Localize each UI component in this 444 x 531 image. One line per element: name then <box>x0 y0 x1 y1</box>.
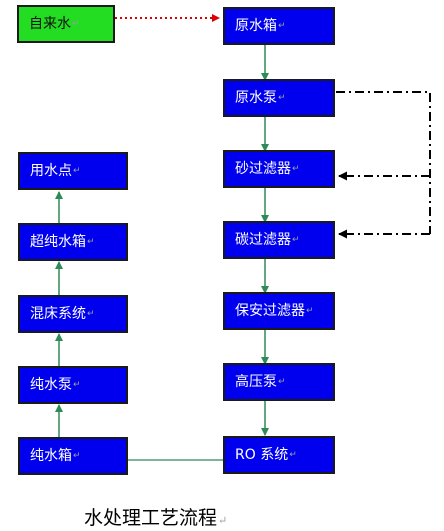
return-mark-icon: ↵ <box>306 305 314 316</box>
ultra-pure-tank-box: 超纯水箱↵ <box>18 223 128 261</box>
ro-system-box: RO 系统↵ <box>223 436 335 474</box>
return-mark-icon: ↵ <box>292 163 300 174</box>
use-point-box: 用水点↵ <box>18 152 128 190</box>
raw-water-pump-box: 原水泵↵ <box>223 79 335 117</box>
security-filter-label: 保安过滤器 <box>235 303 305 319</box>
return-mark-icon: ↵ <box>73 379 81 390</box>
return-mark-icon: ↵ <box>73 450 81 461</box>
sand-filter-label: 砂过滤器 <box>235 161 291 177</box>
tap-water-box: 自来水↵ <box>17 5 115 43</box>
return-mark-icon: ↵ <box>87 236 95 247</box>
return-mark-icon: ↵ <box>278 92 286 103</box>
carbon-filter-label: 碳过滤器 <box>235 232 291 248</box>
return-mark-icon: ↵ <box>218 514 228 527</box>
mixed-bed-system-box: 混床系统↵ <box>18 295 128 333</box>
raw-water-pump-label: 原水泵 <box>235 90 277 106</box>
return-mark-icon: ↵ <box>278 20 286 31</box>
pure-water-tank-box: 纯水箱↵ <box>18 437 128 475</box>
return-mark-icon: ↵ <box>278 376 286 387</box>
raw-water-tank-box: 原水箱↵ <box>223 7 335 45</box>
high-pressure-pump-box: 高压泵↵ <box>223 363 335 401</box>
return-mark-icon: ↵ <box>73 165 81 176</box>
dashdot-loop-raw-pump <box>336 91 431 234</box>
caption-text: 水处理工艺流程 <box>84 507 218 529</box>
pure-water-pump-label: 纯水泵 <box>30 377 72 393</box>
sand-filter-box: 砂过滤器↵ <box>223 150 335 188</box>
ultra-pure-tank-label: 超纯水箱 <box>30 234 86 250</box>
use-point-label: 用水点 <box>30 163 72 179</box>
mixed-bed-system-label: 混床系统 <box>30 306 86 322</box>
pure-water-pump-box: 纯水泵↵ <box>18 366 128 404</box>
return-mark-icon: ↵ <box>87 308 95 319</box>
diagram-caption: 水处理工艺流程↵ <box>84 503 227 530</box>
tap-water-label: 自来水 <box>29 16 71 32</box>
pure-water-tank-label: 纯水箱 <box>30 448 72 464</box>
high-pressure-pump-label: 高压泵 <box>235 374 277 390</box>
return-mark-icon: ↵ <box>72 18 80 29</box>
carbon-filter-box: 碳过滤器↵ <box>223 221 335 259</box>
ro-system-label: RO 系统 <box>235 447 289 463</box>
security-filter-box: 保安过滤器↵ <box>223 292 335 330</box>
raw-water-tank-label: 原水箱 <box>235 18 277 34</box>
return-mark-icon: ↵ <box>289 449 297 460</box>
return-mark-icon: ↵ <box>292 234 300 245</box>
